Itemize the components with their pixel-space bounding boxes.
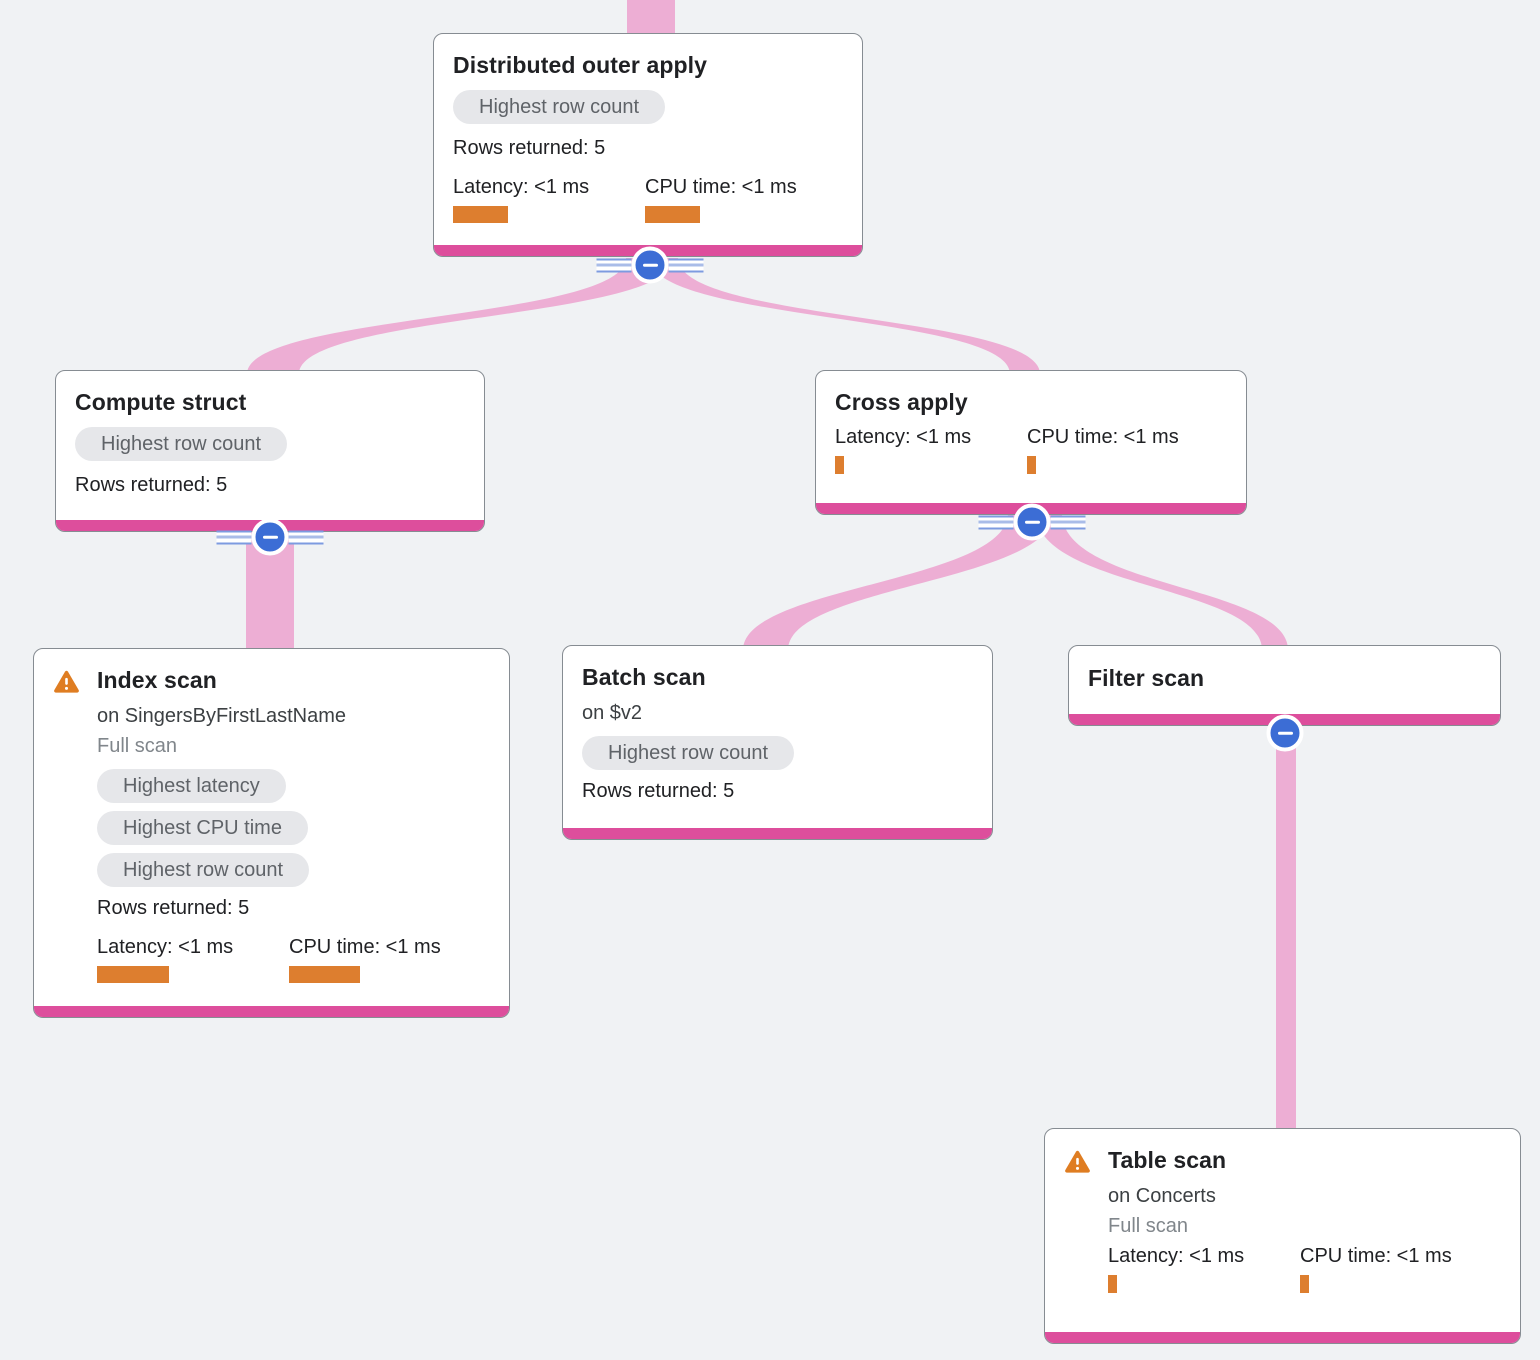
cpu-time-bar bbox=[289, 966, 360, 983]
cpu-time-label: CPU time: <1 ms bbox=[289, 936, 441, 958]
edge-filter-scan-to-table-scan bbox=[1276, 718, 1296, 1133]
collapse-button-cross-apply[interactable] bbox=[978, 503, 1086, 541]
node-title: Cross apply bbox=[835, 389, 968, 415]
cpu-time-metric: CPU time: <1 ms bbox=[289, 934, 481, 983]
cpu-time-bar bbox=[1300, 1275, 1309, 1293]
node-footer-strip bbox=[1045, 1332, 1520, 1343]
scan-type-label: Full scan bbox=[1108, 1215, 1189, 1237]
badge-highest-latency: Highest latency bbox=[97, 769, 286, 803]
latency-label: Latency: <1 ms bbox=[835, 426, 972, 448]
node-title: Batch scan bbox=[582, 664, 706, 690]
node-footer-strip bbox=[34, 1006, 509, 1017]
collapse-button-distributed-outer-apply[interactable] bbox=[596, 246, 704, 284]
latency-bar bbox=[97, 966, 169, 983]
cpu-time-bar bbox=[645, 206, 700, 223]
cpu-time-bar bbox=[1027, 456, 1036, 474]
badge-highest-row-count: Highest row count bbox=[453, 90, 666, 124]
node-distributed-outer-apply[interactable]: Distributed outer apply Highest row coun… bbox=[433, 33, 863, 257]
latency-label: Latency: <1 ms bbox=[453, 176, 590, 198]
edge-rail-right bbox=[1050, 515, 1086, 529]
edge-rail-left bbox=[978, 515, 1014, 529]
scan-type-label: Full scan bbox=[97, 735, 178, 757]
cpu-time-metric: CPU time: <1 ms bbox=[645, 174, 837, 223]
badge-highest-row-count: Highest row count bbox=[75, 427, 288, 461]
warning-icon bbox=[54, 670, 79, 693]
node-batch-scan[interactable]: Batch scan on $v2 Highest row count Rows… bbox=[562, 645, 993, 840]
node-cross-apply[interactable]: Cross apply Latency: <1 ms CPU time: <1 … bbox=[815, 370, 1247, 515]
node-title: Index scan bbox=[97, 667, 217, 693]
rows-returned-label: Rows returned: 5 bbox=[97, 897, 250, 919]
rows-returned-label: Rows returned: 5 bbox=[75, 474, 228, 496]
latency-label: Latency: <1 ms bbox=[1108, 1245, 1245, 1267]
badge-highest-cpu-time: Highest CPU time bbox=[97, 811, 308, 845]
node-table-scan[interactable]: Table scan on Concerts Full scan Latency… bbox=[1044, 1128, 1521, 1344]
latency-metric: Latency: <1 ms bbox=[1108, 1243, 1300, 1293]
node-index-scan[interactable]: Index scan on SingersByFirstLastName Ful… bbox=[33, 648, 510, 1018]
latency-bar bbox=[1108, 1275, 1117, 1293]
node-footer-strip bbox=[563, 828, 992, 839]
node-filter-scan[interactable]: Filter scan bbox=[1068, 645, 1501, 726]
cpu-time-metric: CPU time: <1 ms bbox=[1027, 424, 1219, 474]
node-compute-struct[interactable]: Compute struct Highest row count Rows re… bbox=[55, 370, 485, 532]
latency-metric: Latency: <1 ms bbox=[453, 174, 645, 223]
node-title: Distributed outer apply bbox=[453, 52, 708, 78]
edge-rail-right bbox=[668, 258, 704, 272]
cpu-time-label: CPU time: <1 ms bbox=[1300, 1245, 1452, 1267]
edge-rail-left bbox=[216, 530, 252, 544]
edge-distributed-outer-apply-to-cross-apply bbox=[650, 258, 1040, 374]
rows-returned-label: Rows returned: 5 bbox=[453, 137, 606, 159]
cpu-time-label: CPU time: <1 ms bbox=[1027, 426, 1179, 448]
collapse-button-compute-struct[interactable] bbox=[216, 518, 324, 556]
latency-metric: Latency: <1 ms bbox=[835, 424, 1027, 474]
node-title: Filter scan bbox=[1088, 665, 1205, 691]
badge-highest-row-count: Highest row count bbox=[97, 853, 310, 887]
node-subtitle: on $v2 bbox=[582, 702, 643, 724]
collapse-minus-icon bbox=[1266, 714, 1304, 752]
latency-bar bbox=[453, 206, 508, 223]
node-title: Compute struct bbox=[75, 389, 247, 415]
collapse-button-filter-scan[interactable] bbox=[1266, 714, 1304, 752]
edge-rail-right bbox=[288, 530, 324, 544]
rows-returned-label: Rows returned: 5 bbox=[582, 780, 735, 802]
collapse-minus-icon bbox=[1013, 503, 1051, 541]
node-title: Table scan bbox=[1108, 1147, 1227, 1173]
cpu-time-label: CPU time: <1 ms bbox=[645, 176, 797, 198]
badge-highest-row-count: Highest row count bbox=[582, 736, 795, 770]
collapse-minus-icon bbox=[631, 246, 669, 284]
node-subtitle: on Concerts bbox=[1108, 1185, 1216, 1207]
warning-icon bbox=[1065, 1150, 1090, 1173]
collapse-minus-icon bbox=[251, 518, 289, 556]
latency-metric: Latency: <1 ms bbox=[97, 934, 289, 983]
cpu-time-metric: CPU time: <1 ms bbox=[1300, 1243, 1492, 1293]
latency-label: Latency: <1 ms bbox=[97, 936, 234, 958]
node-subtitle: on SingersByFirstLastName bbox=[97, 705, 346, 727]
edge-rail-left bbox=[596, 258, 632, 272]
latency-bar bbox=[835, 456, 844, 474]
